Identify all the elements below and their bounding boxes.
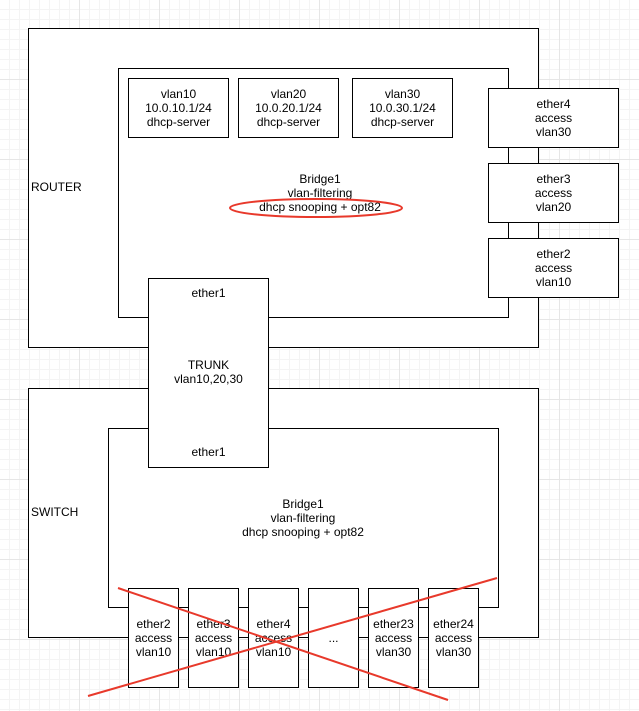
switch-port-ellipsis[interactable]: ... bbox=[308, 588, 359, 688]
port-vlan: vlan10 bbox=[195, 645, 232, 659]
switch-port-ether4[interactable]: ether4 access vlan10 bbox=[248, 588, 299, 688]
switch-bridge-name: Bridge1 bbox=[282, 497, 324, 511]
vlan-ip: 10.0.30.1/24 bbox=[369, 101, 436, 115]
vlan-service: dhcp-server bbox=[146, 115, 211, 129]
port-vlan: vlan30 bbox=[375, 645, 412, 659]
router-uplink-port: ether1 bbox=[191, 286, 226, 300]
switch-bridge-vlan-filtering: vlan-filtering bbox=[270, 511, 336, 525]
router-label: ROUTER bbox=[31, 180, 82, 194]
port-name: ... bbox=[328, 631, 339, 645]
vlan-service: dhcp-server bbox=[370, 115, 435, 129]
switch-bridge-dhcp-snooping: dhcp snooping + opt82 bbox=[242, 525, 364, 539]
router-bridge-dhcp-snooping: dhcp snooping + opt82 bbox=[259, 200, 381, 214]
port-mode: access bbox=[194, 631, 233, 645]
switch-uplink-port: ether1 bbox=[191, 445, 226, 459]
port-mode: access bbox=[434, 631, 473, 645]
port-vlan: vlan30 bbox=[535, 125, 572, 139]
router-port-ether2[interactable]: ether2 access vlan10 bbox=[488, 238, 619, 298]
trunk-link[interactable] bbox=[148, 278, 269, 468]
port-vlan: vlan10 bbox=[255, 645, 292, 659]
router-bridge-name: Bridge1 bbox=[299, 172, 341, 186]
switch-port-ether3[interactable]: ether3 access vlan10 bbox=[188, 588, 239, 688]
trunk-vlans: vlan10,20,30 bbox=[174, 372, 243, 386]
vlan-name: vlan20 bbox=[270, 87, 307, 101]
vlan-name: vlan30 bbox=[384, 87, 421, 101]
router-bridge-vlan-filtering: vlan-filtering bbox=[287, 186, 353, 200]
port-mode: access bbox=[254, 631, 293, 645]
port-name: ether4 bbox=[256, 617, 291, 631]
vlan-service: dhcp-server bbox=[256, 115, 321, 129]
port-vlan: vlan20 bbox=[535, 200, 572, 214]
port-name: ether24 bbox=[433, 617, 474, 631]
vlan-name: vlan10 bbox=[160, 87, 197, 101]
port-name: ether4 bbox=[536, 97, 571, 111]
port-mode: access bbox=[534, 111, 573, 125]
switch-port-ether2[interactable]: ether2 access vlan10 bbox=[128, 588, 179, 688]
port-mode: access bbox=[534, 186, 573, 200]
router-port-ether4[interactable]: ether4 access vlan30 bbox=[488, 88, 619, 148]
port-vlan: vlan10 bbox=[535, 275, 572, 289]
switch-port-ether23[interactable]: ether23 access vlan30 bbox=[368, 588, 419, 688]
router-port-ether3[interactable]: ether3 access vlan20 bbox=[488, 163, 619, 223]
switch-bridge-text: Bridge1 vlan-filtering dhcp snooping + o… bbox=[183, 497, 423, 539]
router-vlan30-interface[interactable]: vlan30 10.0.30.1/24 dhcp-server bbox=[352, 78, 453, 138]
router-bridge-text: Bridge1 vlan-filtering dhcp snooping + o… bbox=[200, 172, 440, 214]
switch-port-ether24[interactable]: ether24 access vlan30 bbox=[428, 588, 479, 688]
port-name: ether2 bbox=[136, 617, 171, 631]
port-vlan: vlan10 bbox=[135, 645, 172, 659]
vlan-ip: 10.0.20.1/24 bbox=[255, 101, 322, 115]
port-name: ether3 bbox=[536, 172, 571, 186]
port-name: ether23 bbox=[373, 617, 414, 631]
port-mode: access bbox=[134, 631, 173, 645]
switch-label: SWITCH bbox=[31, 505, 79, 519]
router-vlan20-interface[interactable]: vlan20 10.0.20.1/24 dhcp-server bbox=[238, 78, 339, 138]
trunk-label: TRUNK bbox=[187, 358, 230, 372]
port-mode: access bbox=[534, 261, 573, 275]
trunk-text: TRUNK vlan10,20,30 bbox=[148, 358, 269, 386]
router-vlan10-interface[interactable]: vlan10 10.0.10.1/24 dhcp-server bbox=[128, 78, 229, 138]
port-vlan: vlan30 bbox=[435, 645, 472, 659]
vlan-ip: 10.0.10.1/24 bbox=[145, 101, 212, 115]
port-mode: access bbox=[374, 631, 413, 645]
port-name: ether2 bbox=[536, 247, 571, 261]
port-name: ether3 bbox=[196, 617, 231, 631]
